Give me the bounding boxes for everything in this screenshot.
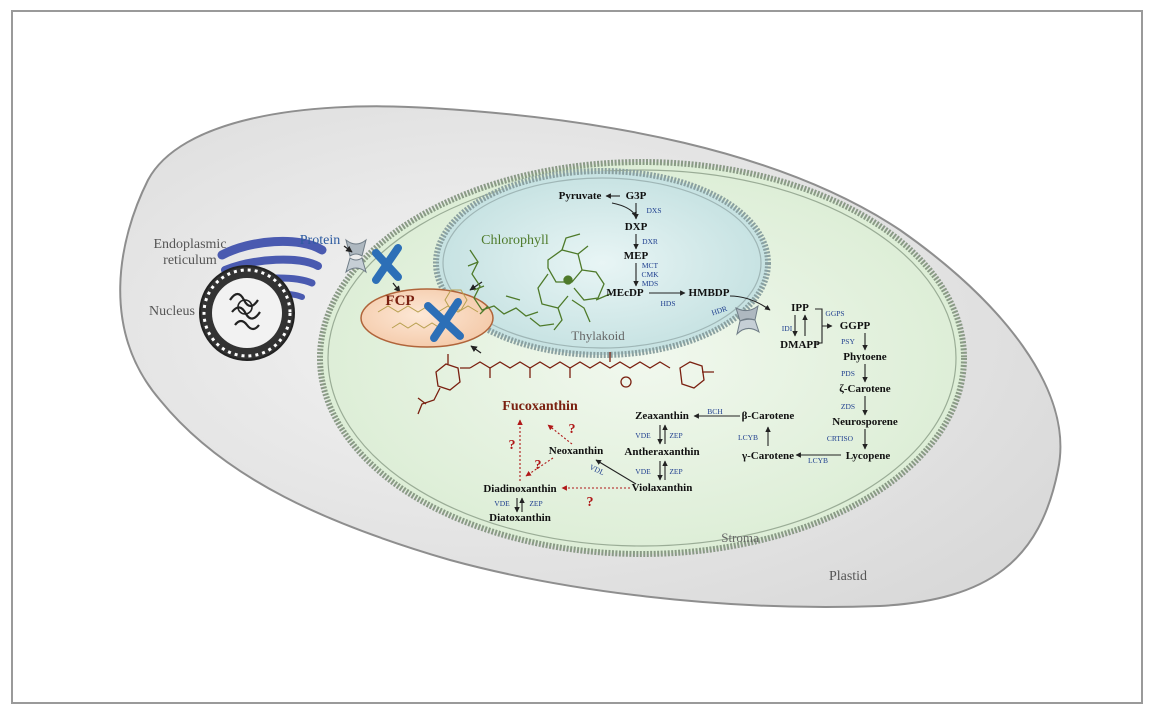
unknown-marks: ? ? ? ? bbox=[509, 422, 594, 510]
node-dmapp: DMAPP bbox=[780, 339, 820, 351]
enzyme-pds: PDS bbox=[841, 369, 855, 378]
node-g3p: G3P bbox=[626, 190, 647, 202]
arrow-to-fcp-1 bbox=[392, 282, 401, 293]
enzyme-mct: MCT bbox=[642, 261, 659, 270]
protein-label: Protein bbox=[300, 233, 340, 248]
arrow-chl-to-fcp bbox=[469, 281, 483, 291]
node-mecdp: MEcDP bbox=[606, 287, 644, 299]
node-pyruvate: Pyruvate bbox=[559, 190, 602, 202]
envelope-channel-hdr bbox=[735, 304, 760, 336]
enzyme-crtiso: CRTISO bbox=[827, 434, 854, 443]
node-zeaxanthin: Zeaxanthin bbox=[635, 410, 689, 422]
node-violaxanthin: Violaxanthin bbox=[632, 482, 693, 494]
node-ggpp: GGPP bbox=[840, 320, 871, 332]
arrow-fuco-to-fcp bbox=[470, 345, 482, 354]
node-diatoxanthin: Diatoxanthin bbox=[489, 512, 551, 524]
fucoxanthin-label: Fucoxanthin bbox=[502, 399, 578, 414]
enzyme-dxs: DXS bbox=[646, 206, 661, 215]
stroma-label: Stroma bbox=[721, 530, 759, 545]
chlorophyll-structure bbox=[467, 233, 611, 331]
enzyme-psy: PSY bbox=[841, 337, 855, 346]
node-ipp: IPP bbox=[791, 302, 809, 314]
carotenoid-arrows bbox=[514, 308, 868, 513]
enzyme-vde-3: VDE bbox=[494, 499, 510, 508]
node-gamma-carotene: γ-Carotene bbox=[741, 450, 794, 462]
mep-pathway: G3P Pyruvate DXP MEP MEcDP HMBDP bbox=[559, 190, 730, 299]
enzyme-lcyb-1: LCYB bbox=[808, 456, 828, 465]
nucleus-label: Nucleus bbox=[149, 304, 195, 319]
enzyme-lcyb-2: LCYB bbox=[738, 433, 758, 442]
carotenoid-pathway: IPP DMAPP GGPP Phytoene ζ-Carotene Neuro… bbox=[483, 302, 898, 524]
protein-arrow bbox=[343, 245, 353, 253]
enzyme-bch: BCH bbox=[707, 407, 723, 416]
node-dxp: DXP bbox=[625, 221, 648, 233]
node-lycopene: Lycopene bbox=[846, 450, 891, 462]
node-phytoene: Phytoene bbox=[843, 351, 887, 363]
mep-arrows bbox=[605, 193, 771, 311]
enzyme-vde-2: VDE bbox=[635, 467, 651, 476]
node-neoxanthin: Neoxanthin bbox=[549, 445, 603, 457]
node-zeta-carotene: ζ-Carotene bbox=[839, 383, 890, 395]
node-hmbdp: HMBDP bbox=[689, 287, 730, 299]
node-mep: MEP bbox=[624, 250, 649, 262]
enzyme-hds: HDS bbox=[660, 299, 675, 308]
unknown-mark-4: ? bbox=[587, 495, 594, 510]
plastid-label: Plastid bbox=[829, 569, 867, 584]
fcp-label: FCP bbox=[385, 293, 414, 309]
enzyme-mds: MDS bbox=[642, 279, 658, 288]
node-neurosporene: Neurosporene bbox=[832, 416, 898, 428]
thylakoid-label: Thylakoid bbox=[571, 328, 625, 343]
stroma-envelope-inner bbox=[327, 169, 957, 547]
enzyme-ggps: GGPS bbox=[825, 309, 844, 318]
er-label-line2: reticulum bbox=[163, 253, 217, 268]
enzyme-cmk: CMK bbox=[641, 270, 659, 279]
chlorophyll-label: Chlorophyll bbox=[481, 233, 549, 248]
enzyme-zep-3: ZEP bbox=[529, 499, 542, 508]
enzyme-dxr: DXR bbox=[642, 237, 658, 246]
enzyme-idi: IDI bbox=[782, 324, 793, 333]
thylakoid bbox=[433, 168, 771, 358]
node-diadinoxanthin: Diadinoxanthin bbox=[483, 483, 556, 495]
unknown-mark-1: ? bbox=[569, 422, 576, 437]
fcp-complex bbox=[360, 288, 494, 348]
enzyme-zds: ZDS bbox=[841, 402, 855, 411]
node-beta-carotene: β-Carotene bbox=[742, 410, 795, 422]
fucoxanthin-structure bbox=[417, 352, 714, 415]
thylakoid-inner bbox=[442, 177, 762, 349]
nucleus bbox=[199, 265, 295, 361]
node-antheraxanthin: Antheraxanthin bbox=[624, 446, 699, 458]
enzyme-vde-1: VDE bbox=[635, 431, 651, 440]
unknown-arrows bbox=[517, 419, 630, 491]
er-label-line1: Endoplasmic bbox=[153, 237, 226, 252]
protein-x-mark bbox=[372, 244, 402, 284]
enzyme-zep-2: ZEP bbox=[669, 467, 682, 476]
unknown-mark-2: ? bbox=[509, 438, 516, 453]
unknown-mark-3: ? bbox=[535, 458, 542, 473]
enzyme-zep-1: ZEP bbox=[669, 431, 682, 440]
